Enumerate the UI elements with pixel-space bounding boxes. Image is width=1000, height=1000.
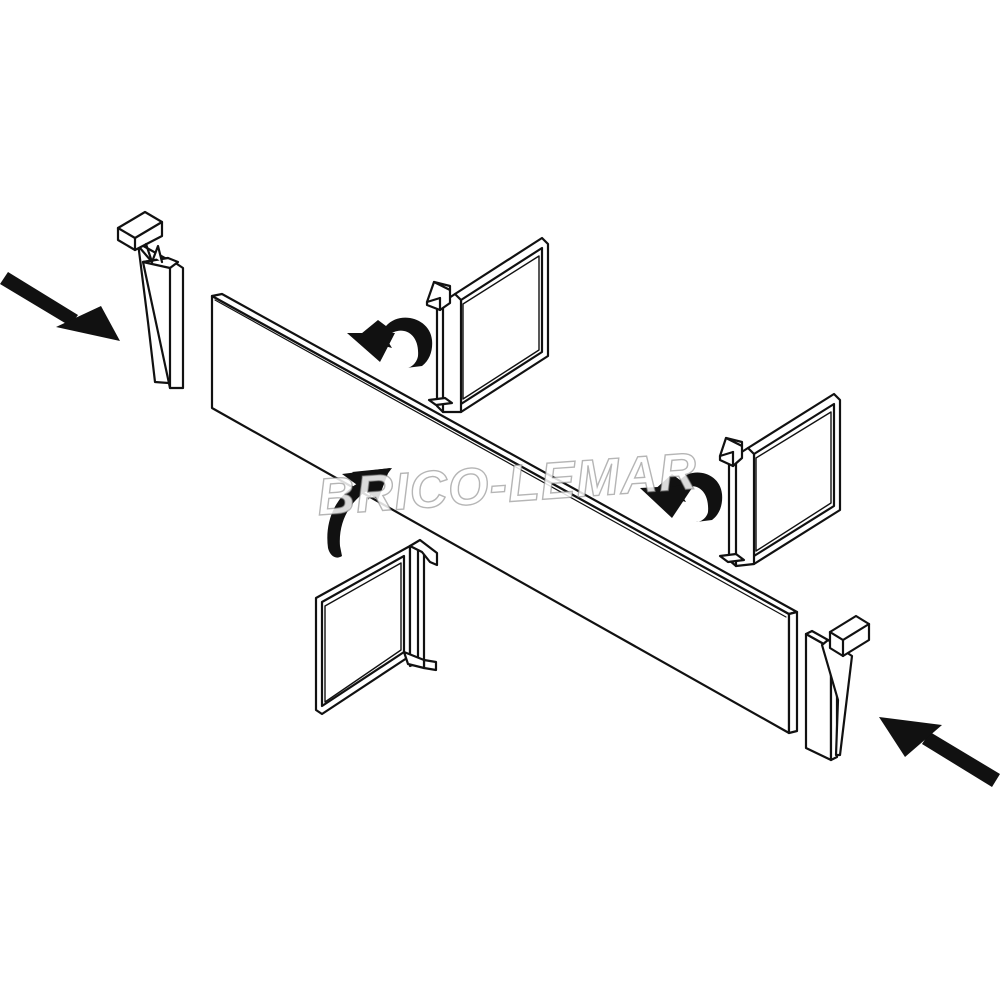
arrow-rotate-top: rotate [347, 317, 433, 368]
arrow-rotate-right: rotate [640, 472, 723, 522]
long-divider-panel [210, 292, 799, 735]
arrow-rotate-bottom: rotate [327, 468, 392, 558]
arrow-right-insert: arrow [879, 717, 1000, 787]
right-end-clip [804, 614, 871, 762]
left-end-clip [116, 210, 185, 390]
cross-divider-bottom-left [314, 538, 439, 716]
cross-divider-middle-right [718, 392, 842, 568]
cross-divider-top [425, 236, 550, 414]
arrow-left-insert: arrow [0, 272, 120, 341]
